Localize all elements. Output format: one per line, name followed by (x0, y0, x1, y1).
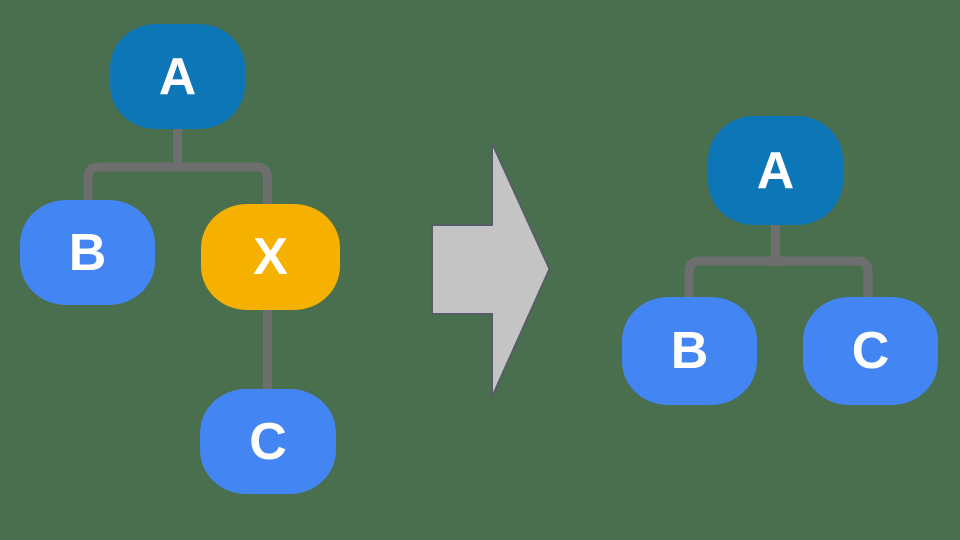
after-tree-node-b-label: B (670, 322, 709, 380)
before-tree-node-a: A (110, 24, 245, 129)
before-tree-node-c-label: C (249, 412, 287, 471)
right-block-arrow-icon (431, 142, 551, 398)
before-tree-node-x: X (201, 204, 340, 310)
before-tree-node-b: B (20, 200, 155, 305)
before-tree-node-x-label: X (253, 228, 288, 286)
after-tree-node-a-label: A (756, 141, 795, 200)
before-tree-node-c: C (200, 389, 336, 494)
after-tree-node-a: A (708, 116, 843, 225)
after-tree-branch-connector (684, 256, 873, 303)
before-tree-node-b-label: B (68, 223, 107, 282)
after-tree-node-c: C (803, 297, 938, 405)
before-tree-node-a-label: A (158, 47, 197, 106)
after-tree-node-c-label: C (851, 322, 890, 380)
before-tree-branch-connector (83, 162, 272, 210)
after-tree-node-b: B (622, 297, 757, 405)
